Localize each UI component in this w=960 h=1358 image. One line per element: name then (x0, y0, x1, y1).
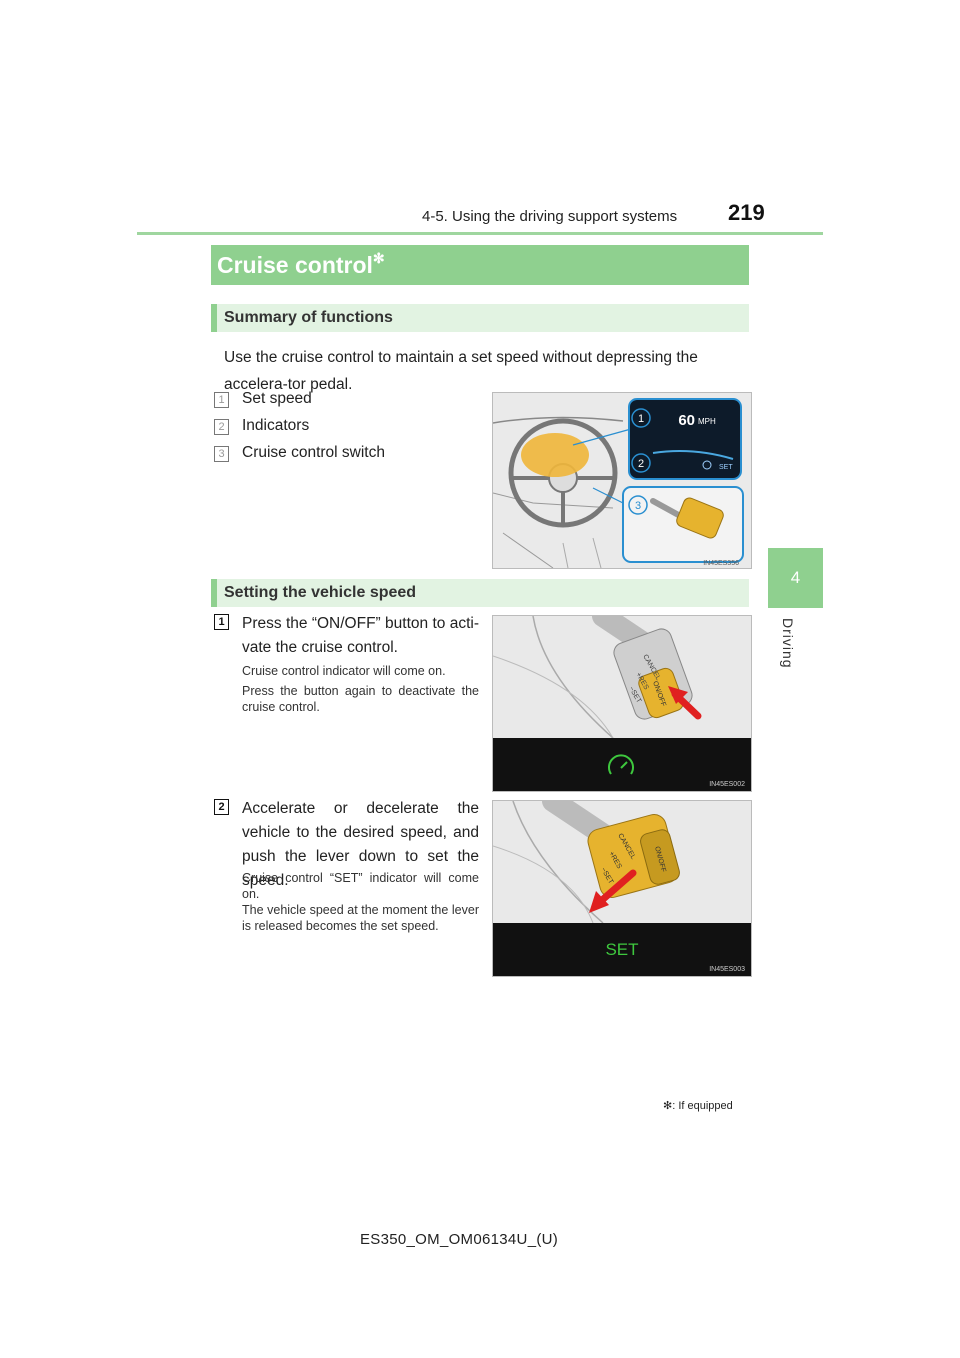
item-number-1: 1 (214, 392, 229, 408)
figure-code: IN45ES356 (703, 560, 739, 567)
if-equipped-note: ✻: If equipped (663, 1099, 733, 1112)
summary-intro: Use the cruise control to maintain a set… (224, 349, 698, 393)
summary-figure: 1 2 60 MPH SET 3 IN45ES356 (492, 392, 752, 569)
speed-unit: MPH (698, 417, 716, 426)
summary-section-bar (211, 304, 749, 332)
cruise-indicator-icon (608, 754, 634, 775)
step-2-figure: CANCEL +RES −SET ON/OFF SET IN45ES003 (492, 800, 752, 977)
step-1-figure: CANCEL +RES −SET ON/OFF IN45ES002 (492, 615, 752, 792)
set-lever-illustration: CANCEL +RES −SET ON/OFF SET IN45ES003 (493, 801, 751, 976)
item-label-indicators: Indicators (242, 417, 310, 434)
callout-3: 3 (635, 500, 641, 512)
step-number-1: 1 (214, 614, 229, 630)
speed-value: 60 (678, 412, 695, 429)
summary-heading: Summary of functions (224, 309, 393, 326)
if-equipped-star: ✻ (372, 250, 385, 266)
chapter-tab: 4 (768, 548, 823, 608)
figure-code: IN45ES002 (709, 781, 745, 788)
step-1-note-2: Press the button again to deactivate the… (242, 684, 479, 714)
item-label-cruise-switch: Cruise control switch (242, 444, 385, 461)
page-title-text: Cruise control (217, 252, 373, 278)
running-header: 4-5. Using the driving support systems (422, 208, 678, 225)
on-off-illustration: CANCEL +RES −SET ON/OFF IN45ES002 (493, 616, 751, 791)
chapter-label: Driving (780, 618, 796, 669)
figure-code: IN45ES003 (709, 966, 745, 973)
step-number-2: 2 (214, 799, 229, 815)
step-2-text: Accelerate or decelerate the vehicle to … (242, 800, 479, 889)
step-1-text: Press the “ON/OFF” button to acti-vate t… (242, 615, 479, 656)
callout-1: 1 (638, 413, 644, 425)
set-display: SET (605, 940, 638, 959)
item-number-2: 2 (214, 419, 229, 435)
step-2-note-2: The vehicle speed at the moment the leve… (242, 903, 479, 933)
step-2-note-1: Cruise control “SET” indicator will come… (242, 871, 479, 901)
header-rule (137, 232, 823, 235)
setting-heading: Setting the vehicle speed (224, 584, 417, 601)
page-number: 219 (728, 200, 765, 225)
if-equipped-star: ✻ (663, 1100, 673, 1112)
document-code-footer: ES350_OM_OM06134U_(U) (360, 1231, 559, 1248)
set-indicator: SET (719, 464, 733, 471)
title-bar (211, 245, 749, 285)
if-equipped-text: : If equipped (672, 1100, 733, 1112)
dashboard-illustration: 1 2 60 MPH SET 3 IN45ES356 (493, 393, 751, 568)
item-label-set-speed: Set speed (242, 390, 312, 407)
item-number-3: 3 (214, 446, 229, 462)
page-title: Cruise control✻ (217, 250, 385, 279)
setting-section-bar (211, 579, 749, 607)
step-1-note-1: Cruise control indicator will come on. (242, 664, 446, 678)
callout-2: 2 (638, 458, 644, 470)
